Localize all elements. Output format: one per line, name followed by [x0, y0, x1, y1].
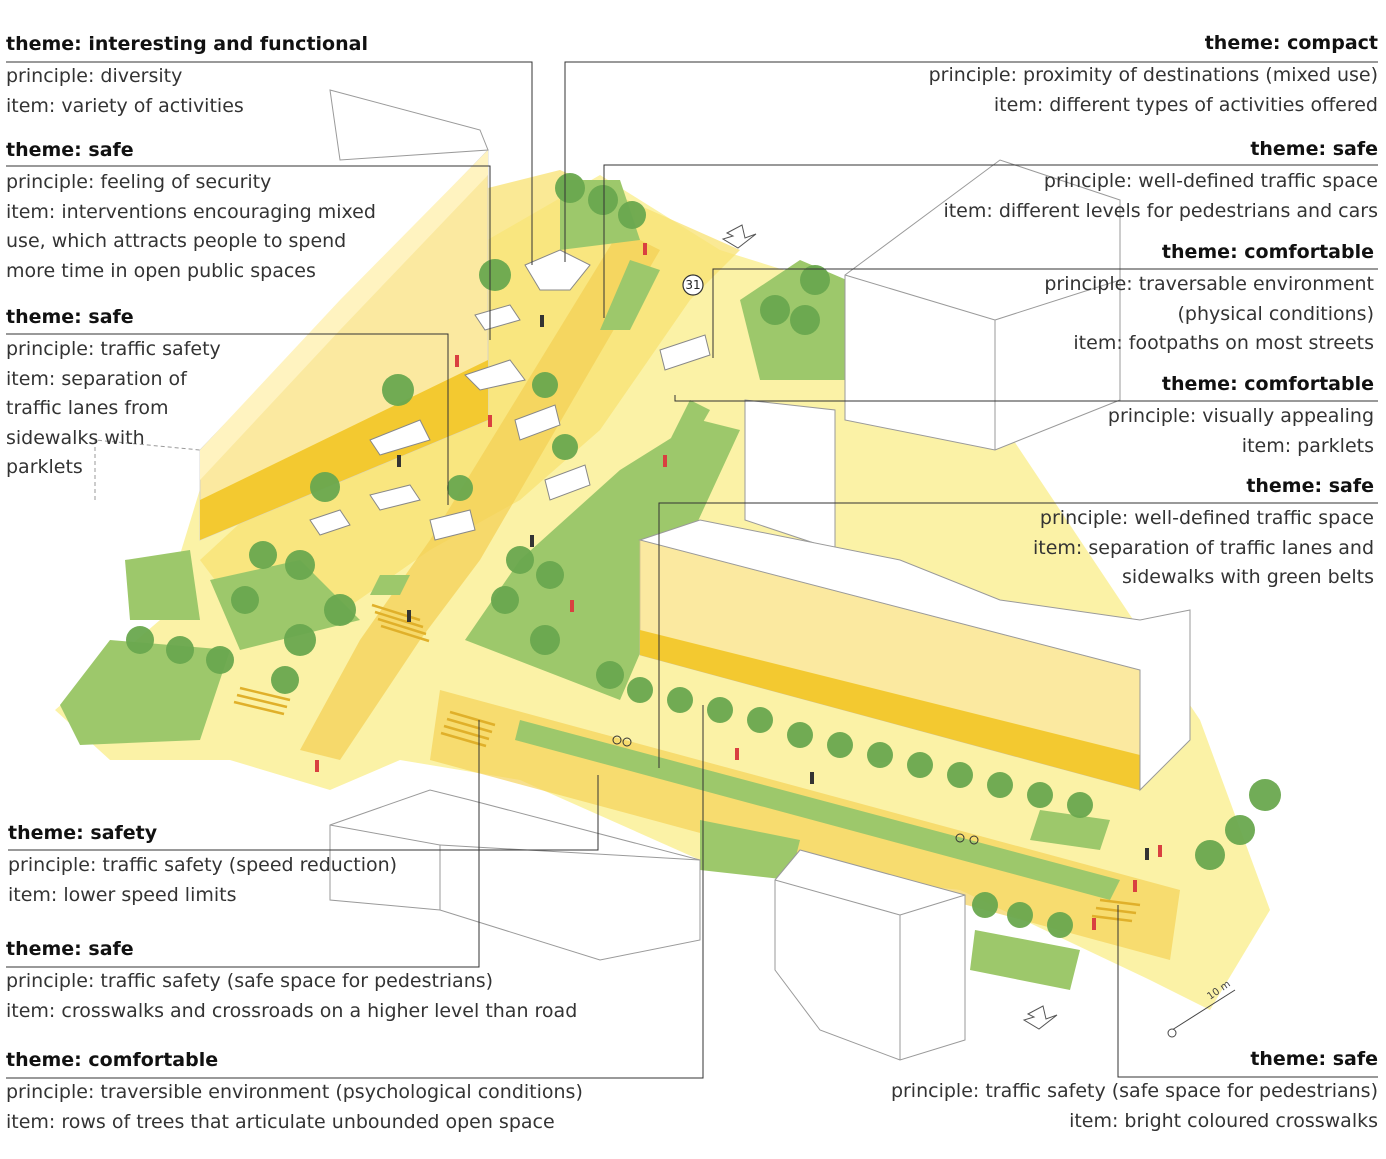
theme-heading: theme: comfortable [1161, 241, 1374, 263]
item-text: item: separation of [6, 367, 187, 390]
bus-stop-number: 31 [685, 278, 700, 292]
theme-heading: theme: safe [6, 938, 134, 960]
lawn [465, 420, 740, 700]
principle-text: principle: proximity of destinations (mi… [928, 64, 1378, 86]
lawn [1030, 810, 1110, 850]
annotation-safe-green-belts: theme: safe principle: well-defined traf… [1033, 474, 1374, 593]
theme-heading: theme: safe [1246, 475, 1374, 497]
item-text: item: rows of trees that articulate unbo… [6, 1110, 555, 1133]
principle-text: principle: traffic safety (speed reducti… [8, 854, 398, 876]
lawn [125, 550, 200, 620]
item-text: item: footpaths on most streets [1073, 332, 1374, 354]
annotation-safe-parklets: theme: safe principle: traffic safety it… [6, 305, 221, 483]
item-text: item: parklets [1241, 434, 1374, 457]
lawn [370, 575, 410, 595]
annotation-safe-crosswalks-level: theme: safe principle: traffic safety (s… [6, 937, 577, 1026]
principle-text: principle: feeling of security [6, 171, 272, 193]
item-text: item: variety of activities [6, 94, 244, 117]
bicycles [612, 735, 979, 845]
building-bottom-left [329, 789, 701, 961]
annotation-comfortable-footpaths: theme: comfortable principle: traversabl… [1044, 240, 1374, 359]
item-text: item: different levels for pedestrians a… [943, 199, 1378, 222]
direction-arrow-icon [721, 224, 757, 249]
principle-text: principle: traffic safety (safe space fo… [6, 970, 494, 992]
annotation-interesting-functional: theme: interesting and functional princi… [6, 32, 368, 121]
green-belt [515, 720, 1120, 900]
item-text: item: bright coloured crosswalks [1069, 1109, 1378, 1132]
annotation-compact: theme: compact principle: proximity of d… [929, 31, 1378, 120]
bus-stop-marker [682, 274, 704, 296]
annotation-safe-security: theme: safe principle: feeling of securi… [6, 138, 376, 286]
annotation-safe-levels: theme: safe principle: well-defined traf… [943, 137, 1378, 226]
theme-heading: theme: comfortable [6, 1049, 219, 1071]
item-text: item: lower speed limits [8, 883, 237, 906]
principle-text: (physical conditions) [1177, 302, 1374, 325]
theme-heading: theme: safety [8, 822, 158, 844]
item-text: sidewalks with [6, 426, 145, 449]
item-text: more time in open public spaces [6, 259, 316, 282]
annotation-comfortable-trees: theme: comfortable principle: traversibl… [6, 1048, 583, 1137]
building-right-top [844, 159, 1121, 451]
theme-heading: theme: safe [1250, 138, 1378, 160]
principle-text: principle: traffic safety [6, 338, 221, 360]
theme-heading: theme: safe [6, 139, 134, 161]
lawn [600, 260, 660, 330]
leader-lines [6, 61, 1378, 1079]
annotation-safety-speed: theme: safety principle: traffic safety … [8, 821, 397, 910]
theme-heading: theme: comfortable [1161, 373, 1374, 395]
theme-heading: theme: interesting and functional [6, 33, 368, 55]
principle-text: principle: traffic safety (safe space fo… [890, 1080, 1378, 1102]
crosswalk [233, 603, 1141, 923]
item-text: item: different types of activities offe… [993, 93, 1378, 116]
item-text: item: separation of traffic lanes and [1033, 536, 1374, 559]
principle-text: principle: traversable environment [1044, 273, 1374, 295]
item-text: use, which attracts people to spend [6, 230, 347, 252]
item-text: parklets [6, 456, 83, 478]
principle-text: principle: diversity [6, 65, 183, 87]
main-road [300, 230, 660, 760]
building-bottom-right [774, 849, 966, 1061]
lawn [210, 560, 360, 650]
principle-text: principle: well-defined traffic space [1043, 170, 1378, 192]
item-text: item: crosswalks and crossroads on a hig… [6, 999, 578, 1022]
principle-text: principle: visually appealing [1107, 405, 1374, 427]
theme-heading: theme: compact [1204, 32, 1378, 54]
principle-text: principle: well-defined traffic space [1039, 507, 1374, 529]
people [397, 315, 1149, 860]
principle-text: principle: traversible environment (psyc… [6, 1081, 583, 1103]
lawn [60, 640, 230, 745]
annotation-comfortable-visual: theme: comfortable principle: visually a… [1108, 372, 1374, 461]
trees [126, 173, 1281, 938]
theme-heading: theme: safe [6, 306, 134, 328]
lawn [700, 820, 800, 880]
theme-heading: theme: safe [1250, 1048, 1378, 1070]
lawn [655, 400, 710, 480]
planters [309, 249, 711, 541]
building-middle [638, 399, 1191, 792]
direction-arrow-icon [1022, 1005, 1058, 1030]
item-text: traffic lanes from [6, 397, 169, 419]
annotation-safe-bright: theme: safe principle: traffic safety (s… [891, 1047, 1378, 1136]
lawn [970, 930, 1080, 990]
item-text: item: interventions encouraging mixed [6, 200, 376, 223]
item-text: sidewalks with green belts [1122, 566, 1374, 588]
people [315, 243, 1162, 930]
